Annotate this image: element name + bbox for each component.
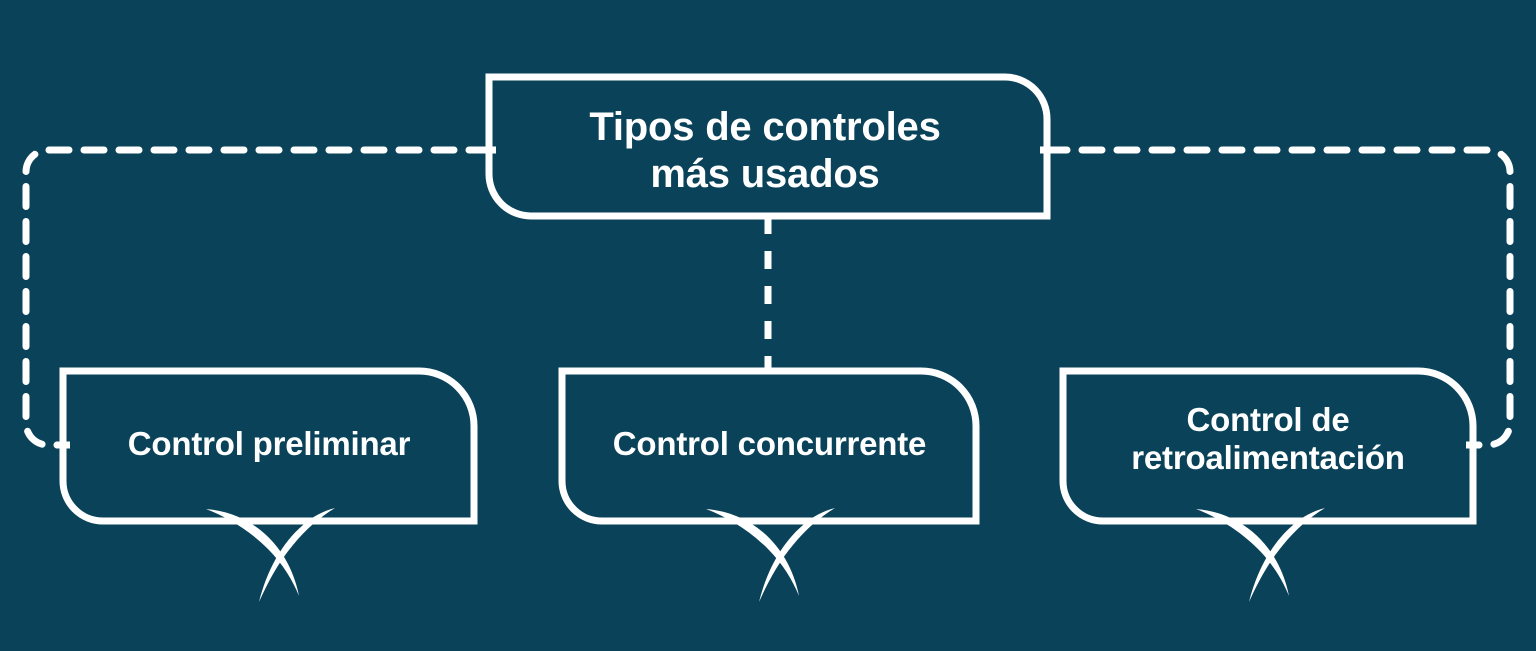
- card-control-de-retroalimentacion: [1059, 367, 1480, 602]
- card-control-concurrente: [558, 367, 980, 602]
- card-outline-0: [59, 367, 478, 525]
- connector-dashed-right: [1043, 146, 1514, 449]
- connector-dashed-left: [22, 146, 493, 449]
- card-outline-1: [558, 367, 980, 525]
- title-box-outline: [485, 73, 1051, 220]
- card-control-preliminar: [56, 367, 478, 602]
- card-outline-2: [1059, 367, 1477, 525]
